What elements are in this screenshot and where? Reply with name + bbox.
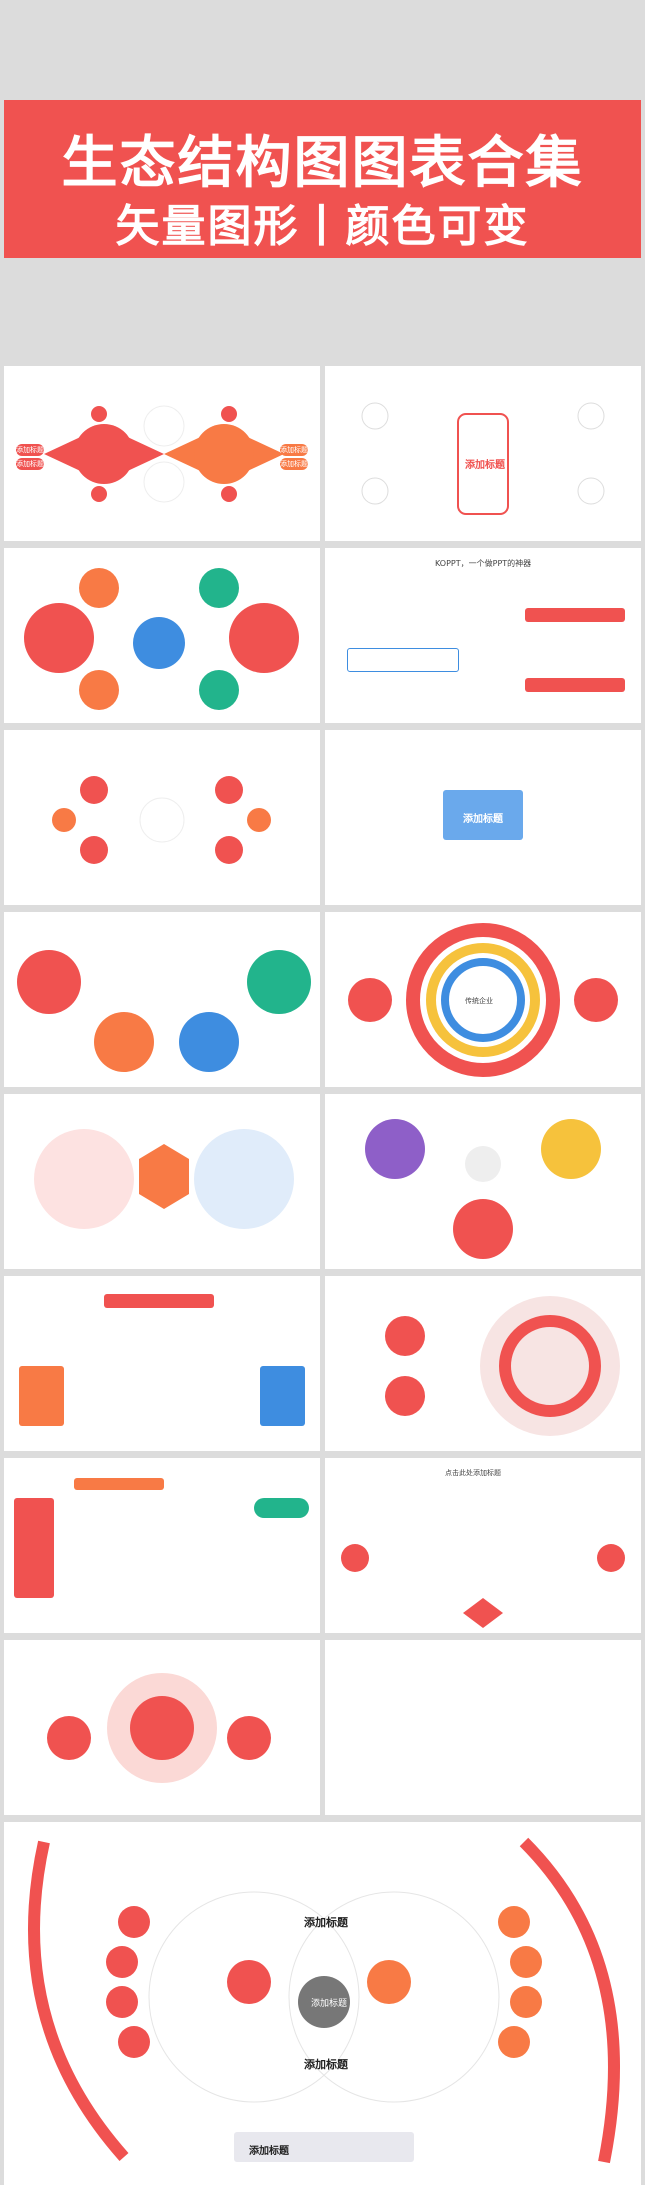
slide-thumb-1[interactable]: 添加标题 添加标题 添加标题 添加标题 bbox=[4, 366, 320, 541]
center-text: 传统企业 bbox=[465, 997, 493, 1005]
slide-thumb-2[interactable]: 添加标题 bbox=[325, 366, 641, 541]
footer-title: 添加标题 bbox=[249, 2146, 289, 2157]
green-pill bbox=[254, 1498, 309, 1518]
right-trapezoid bbox=[260, 1366, 305, 1426]
slide-1-graphic bbox=[44, 405, 284, 503]
slide-thumb-8[interactable]: 传统企业 bbox=[325, 912, 641, 1087]
slide-thumb-7[interactable] bbox=[4, 912, 320, 1087]
slide-thumb-10[interactable] bbox=[325, 1094, 641, 1269]
slide-thumb-6[interactable]: 添加标题 bbox=[325, 730, 641, 905]
slide-large[interactable]: 添加标题 添加标题 添加标题 添加标题 bbox=[4, 1822, 641, 2185]
slide-thumb-4[interactable]: KOPPT，一个做PPT的神器 bbox=[325, 548, 641, 723]
slide-7-graphic bbox=[17, 950, 311, 1072]
left-trapezoid bbox=[19, 1366, 64, 1426]
title-banner: 生态结构图图表合集 矢量图形丨颜色可变 bbox=[4, 100, 641, 258]
slide-thumb-9[interactable] bbox=[4, 1094, 320, 1269]
footer-box bbox=[234, 2132, 414, 2162]
pill: 添加标题 bbox=[16, 444, 44, 456]
upper-title: 添加标题 bbox=[304, 1916, 348, 1929]
phone-title: 添加标题 bbox=[465, 460, 505, 471]
slide-12-graphic bbox=[385, 1296, 620, 1436]
left-column bbox=[14, 1498, 54, 1598]
slide-thumb-13[interactable] bbox=[4, 1458, 320, 1633]
slide-thumb-5[interactable] bbox=[4, 730, 320, 905]
header-bar bbox=[104, 1294, 214, 1308]
slide-thumb-3[interactable] bbox=[4, 548, 320, 723]
header-bar bbox=[525, 608, 625, 622]
slide-3-graphic bbox=[24, 568, 299, 710]
slide-thumb-14[interactable]: 点击此处添加标题 bbox=[325, 1458, 641, 1633]
pill: 添加标题 bbox=[16, 458, 44, 470]
slide-15-graphic bbox=[47, 1673, 271, 1783]
banner-subtitle: 矢量图形丨颜色可变 bbox=[115, 201, 530, 252]
center-title: 添加标题 bbox=[311, 1999, 348, 2009]
header-bar bbox=[74, 1478, 164, 1490]
pill: 添加标题 bbox=[280, 444, 308, 456]
koppt-caption: KOPPT，一个做PPT的神器 bbox=[435, 559, 532, 568]
slide-thumb-11[interactable] bbox=[4, 1276, 320, 1451]
slide-14-graphic bbox=[341, 1544, 625, 1628]
slide-2-graphic bbox=[361, 402, 605, 515]
slide-thumb-15[interactable] bbox=[4, 1640, 320, 1815]
center-funnel bbox=[443, 790, 523, 840]
header-bar bbox=[525, 678, 625, 692]
large-slide-graphic bbox=[28, 1837, 620, 2164]
slide-thumb-empty bbox=[325, 1640, 641, 1815]
number-box bbox=[347, 648, 459, 672]
slide-10-graphic bbox=[365, 1119, 601, 1259]
funnel-title: 添加标题 bbox=[463, 814, 503, 825]
banner-title: 生态结构图图表合集 bbox=[61, 131, 584, 196]
pill: 添加标题 bbox=[280, 458, 308, 470]
slide-8-graphic bbox=[348, 923, 618, 1077]
lower-title: 添加标题 bbox=[304, 2058, 348, 2071]
slide-5-graphic bbox=[52, 776, 271, 864]
slide-9-graphic bbox=[34, 1129, 294, 1229]
top-caption: 点击此处添加标题 bbox=[445, 1469, 501, 1477]
slide-thumb-12[interactable] bbox=[325, 1276, 641, 1451]
